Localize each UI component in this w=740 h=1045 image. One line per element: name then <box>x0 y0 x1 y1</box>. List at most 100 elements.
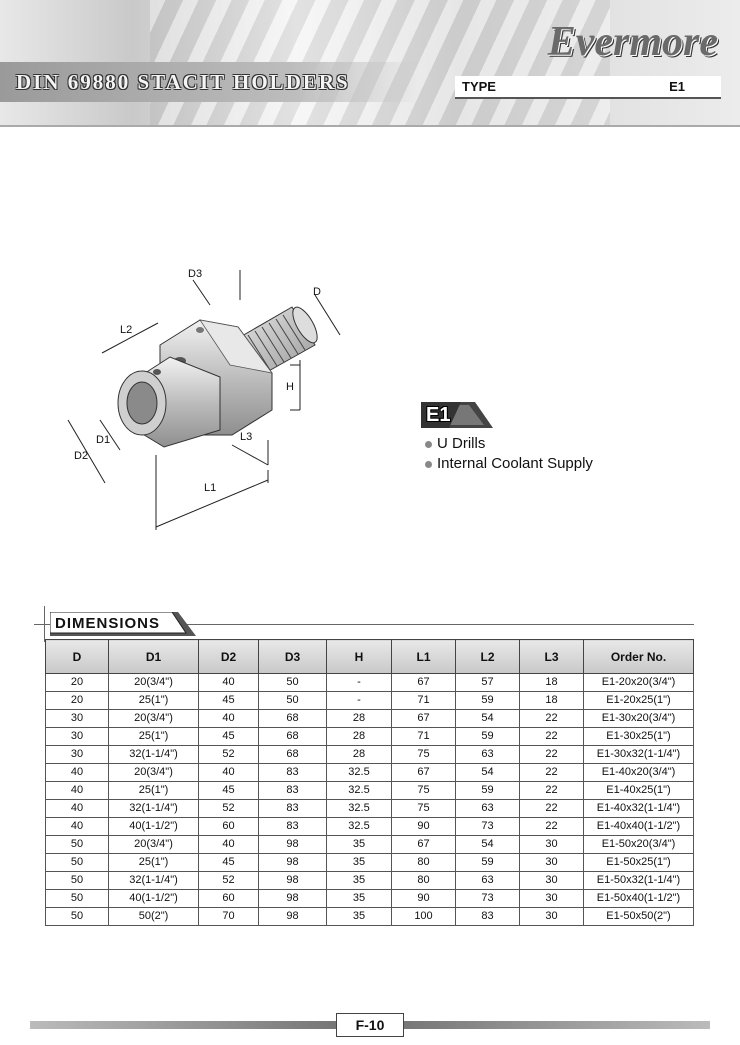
table-cell: 83 <box>455 907 520 926</box>
table-cell: 75 <box>391 781 456 800</box>
table-cell: 30 <box>45 727 109 746</box>
table-cell: 40 <box>198 709 259 728</box>
column-header: D3 <box>258 639 327 674</box>
table-cell: 54 <box>455 835 520 854</box>
column-header: Order No. <box>583 639 694 674</box>
dimensions-tab-label-box: DIMENSIONS <box>50 612 202 636</box>
table-cell: 50 <box>45 835 109 854</box>
table-cell: 22 <box>519 781 584 800</box>
table-cell: 22 <box>519 817 584 836</box>
table-cell: 22 <box>519 709 584 728</box>
table-cell: 50 <box>45 889 109 908</box>
table-cell: 98 <box>258 871 327 890</box>
table-header-row: D D1 D2 D3 H L1 L2 L3 Order No. <box>45 639 694 674</box>
column-header: L1 <box>391 639 456 674</box>
table-cell: 70 <box>198 907 259 926</box>
table-cell: 35 <box>326 907 392 926</box>
table-cell: 45 <box>198 853 259 872</box>
table-cell: 60 <box>198 889 259 908</box>
table-cell: 83 <box>258 781 327 800</box>
table-cell: E1-30x25(1") <box>583 727 694 746</box>
table-cell: 98 <box>258 889 327 908</box>
dimensions-tab <box>50 612 196 636</box>
table-cell: 54 <box>455 763 520 782</box>
page-title: DIN 69880 STACIT HOLDERS <box>16 70 350 94</box>
table-cell: 75 <box>391 799 456 818</box>
column-header: L2 <box>455 639 520 674</box>
table-cell: 32(1-1/4") <box>108 871 199 890</box>
product-tag-label: E1 <box>426 404 451 426</box>
table-cell: 32(1-1/4") <box>108 745 199 764</box>
table-cell: 40 <box>45 799 109 818</box>
header-title-band <box>0 62 420 102</box>
table-cell: 52 <box>198 871 259 890</box>
feature-list: U Drills Internal Coolant Supply <box>425 434 593 474</box>
table-cell: 18 <box>519 673 584 692</box>
cylinder-body <box>117 356 221 448</box>
table-cell: 80 <box>391 871 456 890</box>
table-cell: E1-20x25(1") <box>583 691 694 710</box>
table-cell: 68 <box>258 727 327 746</box>
table-cell: 59 <box>455 781 520 800</box>
table-cell: E1-20x20(3/4") <box>583 673 694 692</box>
table-cell: 32.5 <box>326 763 392 782</box>
type-value: E1 <box>669 79 685 94</box>
label-d3: D3 <box>188 268 202 280</box>
table-cell: 20 <box>45 673 109 692</box>
table-cell: 28 <box>326 709 392 728</box>
table-cell: 83 <box>258 817 327 836</box>
section-divider-vertical <box>44 606 45 642</box>
label-l3: L3 <box>240 431 252 443</box>
table-cell: 67 <box>391 835 456 854</box>
table-cell: 30 <box>519 871 584 890</box>
table-cell: 30 <box>45 745 109 764</box>
table-cell: 40 <box>198 763 259 782</box>
table-cell: 45 <box>198 727 259 746</box>
table-cell: 35 <box>326 871 392 890</box>
table-cell: 32.5 <box>326 817 392 836</box>
table-cell: 40 <box>45 763 109 782</box>
label-d1: D1 <box>96 434 110 446</box>
brand-logo: Evermore <box>547 19 718 65</box>
table-cell: 98 <box>258 853 327 872</box>
table-cell: 59 <box>455 853 520 872</box>
table-cell: E1-50x20(3/4") <box>583 835 694 854</box>
table-cell: 25(1") <box>108 727 199 746</box>
bullet-icon <box>425 440 432 448</box>
table-cell: E1-50x32(1-1/4") <box>583 871 694 890</box>
table-cell: 18 <box>519 691 584 710</box>
table-cell: 98 <box>258 907 327 926</box>
table-cell: 90 <box>391 889 456 908</box>
table-cell: 30 <box>519 907 584 926</box>
table-cell: 28 <box>326 727 392 746</box>
table-cell: E1-40x32(1-1/4") <box>583 799 694 818</box>
table-cell: 32(1-1/4") <box>108 799 199 818</box>
table-cell: 40(1-1/2") <box>108 817 199 836</box>
label-d: D <box>313 286 321 298</box>
table-cell: 90 <box>391 817 456 836</box>
table-cell: 32.5 <box>326 799 392 818</box>
table-cell: 67 <box>391 709 456 728</box>
table-cell: - <box>326 673 392 692</box>
table-cell: 20(3/4") <box>108 763 199 782</box>
table-cell: 40 <box>198 673 259 692</box>
table-cell: 30 <box>519 889 584 908</box>
label-l2: L2 <box>120 324 132 336</box>
table-cell: 50(2") <box>108 907 199 926</box>
table-cell: 20(3/4") <box>108 709 199 728</box>
table-cell: 68 <box>258 709 327 728</box>
table-cell: 40 <box>198 835 259 854</box>
table-cell: 52 <box>198 745 259 764</box>
table-cell: 50 <box>258 673 327 692</box>
table-cell: 30 <box>45 709 109 728</box>
table-cell: E1-40x40(1-1/2") <box>583 817 694 836</box>
